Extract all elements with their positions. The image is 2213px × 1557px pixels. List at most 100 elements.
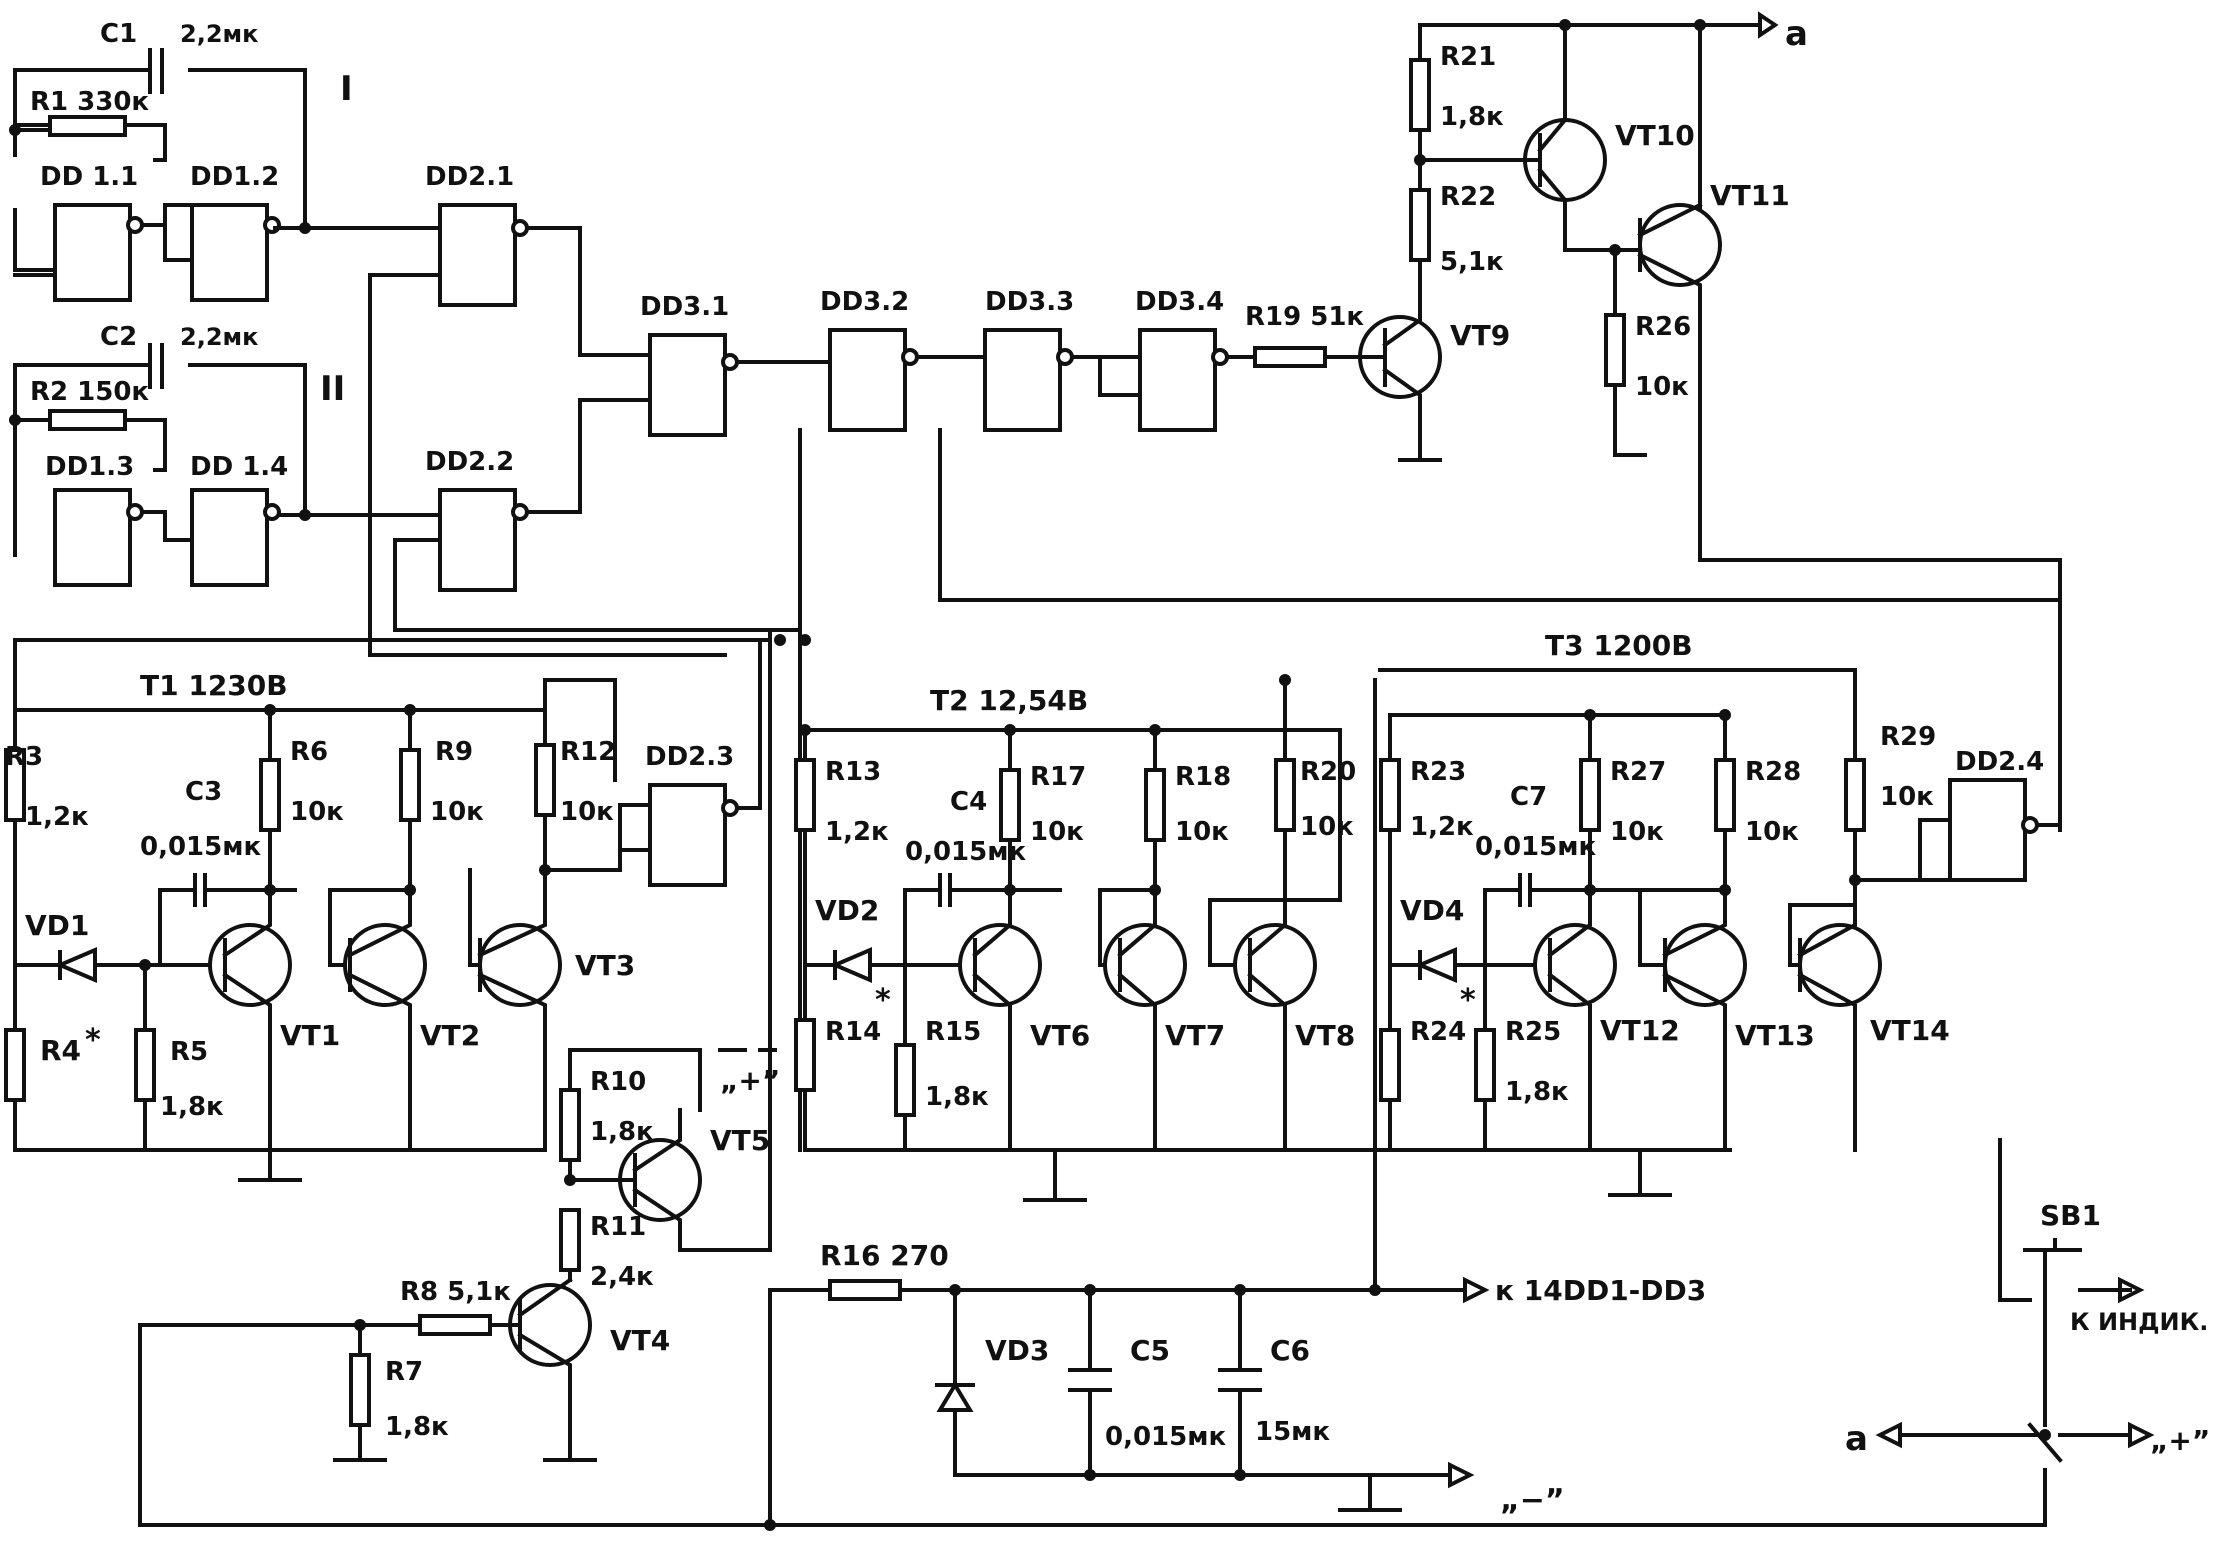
a-input-label: a xyxy=(1845,1419,1868,1459)
section-I-label: I xyxy=(340,69,353,109)
r5-label: R5 xyxy=(170,1037,208,1067)
dd3-2-label: DD3.2 xyxy=(820,287,909,317)
vt14-label: VT14 xyxy=(1870,1014,1950,1047)
r23-value: 1,2к xyxy=(1410,812,1474,842)
r6-label: R6 xyxy=(290,737,328,767)
r20-resistor xyxy=(1274,758,1296,832)
r24-label: R24 xyxy=(1410,1017,1466,1047)
dd2-4-label: DD2.4 xyxy=(1955,747,2044,777)
r17-resistor xyxy=(999,768,1021,842)
vt4-vt5-switch: R10 1,8к VT5 „+” R11 2,4к R8 5,1к R7 1,8… xyxy=(138,628,780,1527)
c1-capacitor xyxy=(148,48,164,94)
plus-terminal-label: „+” xyxy=(720,1064,780,1097)
r23-resistor xyxy=(1379,758,1401,832)
r10-resistor xyxy=(559,1088,581,1162)
vt2-transistor xyxy=(343,923,427,1007)
vt2-label: VT2 xyxy=(420,1019,480,1052)
r2-resistor xyxy=(48,409,127,431)
r21-value: 1,8к xyxy=(1440,102,1504,132)
output-a-label: a xyxy=(1785,14,1808,54)
dd2-2-inv-bubble xyxy=(511,503,529,521)
vt11-label: VT11 xyxy=(1710,179,1790,212)
r17-label: R17 xyxy=(1030,762,1086,792)
vt14-transistor xyxy=(1798,923,1882,1007)
dd1-3-inv-bubble xyxy=(126,503,144,521)
dd2-1-label: DD2.1 xyxy=(425,162,514,192)
r11-label: R11 xyxy=(590,1212,646,1242)
dd1-4-inv-bubble xyxy=(263,503,281,521)
dd2-4-inv-bubble xyxy=(2021,816,2039,834)
vt4-label: VT4 xyxy=(610,1324,670,1357)
section-II-label: II xyxy=(320,369,345,409)
r26-label: R26 xyxy=(1635,312,1691,342)
r12-label: R12 xyxy=(560,737,616,767)
r9-value: 10к xyxy=(430,797,484,827)
r28-resistor xyxy=(1714,758,1736,832)
plus-right-label: „+” xyxy=(2150,1424,2210,1457)
r20-label: R20 xyxy=(1300,757,1356,787)
power-supply: R16 270 VD3 C5 0,015мк C6 15мк к 14DD1-D… xyxy=(768,678,1706,1527)
vt9-label: VT9 xyxy=(1450,319,1510,352)
vd2-star: * xyxy=(875,983,891,1018)
r29-label: R29 xyxy=(1880,722,1936,752)
dd3-1-inv-bubble xyxy=(721,353,739,371)
r6-resistor xyxy=(259,758,281,832)
r8-resistor xyxy=(418,1314,492,1336)
c3-label: C3 xyxy=(185,777,222,807)
r27-label: R27 xyxy=(1610,757,1666,787)
dd1-1-gate xyxy=(53,203,132,302)
logic-chain: DD2.1 DD2.2 DD3.1 DD3.2 DD3.3 DD3.4 R19 … xyxy=(303,162,1510,657)
r26-value: 10к xyxy=(1635,372,1689,402)
r29-value: 10к xyxy=(1880,782,1934,812)
r15-resistor xyxy=(894,1043,916,1117)
r5-resistor xyxy=(134,1028,156,1102)
r2-label: R2 150к xyxy=(30,377,149,407)
t3-label: T3 1200B xyxy=(1545,629,1693,662)
r29-resistor xyxy=(1844,758,1866,832)
r4-resistor xyxy=(4,1028,26,1102)
c2-value: 2,2мк xyxy=(180,323,258,351)
r18-value: 10к xyxy=(1175,817,1229,847)
r23-label: R23 xyxy=(1410,757,1466,787)
r18-resistor xyxy=(1144,768,1166,842)
c3-value: 0,015мк xyxy=(140,832,261,862)
r24-resistor xyxy=(1379,1028,1401,1102)
vd1-label: VD1 xyxy=(25,909,89,942)
r14-resistor xyxy=(794,1018,816,1092)
c4-label: C4 xyxy=(950,787,987,817)
r16-resistor xyxy=(828,1279,902,1301)
dd1-3-gate xyxy=(53,488,132,587)
r27-value: 10к xyxy=(1610,817,1664,847)
dd3-3-gate xyxy=(983,328,1062,432)
r4-star: * xyxy=(85,1023,101,1058)
dd3-3-inv-bubble xyxy=(1056,348,1074,366)
r6-value: 10к xyxy=(290,797,344,827)
r27-resistor xyxy=(1579,758,1601,832)
dd1-2-label: DD1.2 xyxy=(190,162,279,192)
r21-resistor xyxy=(1409,58,1431,132)
vd2-diode xyxy=(829,946,872,984)
dd2-1-gate xyxy=(438,203,517,307)
r7-resistor xyxy=(349,1353,371,1427)
c5-value: 0,015мк xyxy=(1105,1422,1226,1452)
r13-label: R13 xyxy=(825,757,881,787)
r15-label: R15 xyxy=(925,1017,981,1047)
vt8-label: VT8 xyxy=(1295,1019,1355,1052)
r13-resistor xyxy=(794,758,816,832)
c6-value: 15мк xyxy=(1255,1417,1330,1447)
dd3-4-gate xyxy=(1138,328,1217,432)
r10-label: R10 xyxy=(590,1067,646,1097)
r3-value: 1,2к xyxy=(25,802,89,832)
dd2-3-gate xyxy=(648,783,727,887)
r8-label: R8 5,1к xyxy=(400,1277,511,1307)
r3-label: R3 xyxy=(5,742,43,772)
c5-capacitor xyxy=(1068,1368,1112,1392)
r19-resistor xyxy=(1253,346,1327,368)
to-dd-supply-label: к 14DD1-DD3 xyxy=(1495,1274,1706,1307)
vt8-transistor xyxy=(1233,923,1317,1007)
dd3-2-gate xyxy=(828,328,907,432)
sb1-switch: SB1 К ИНДИК. ЛАМПЕ a „+” xyxy=(768,1138,2213,1527)
dd1-1-inv-bubble xyxy=(126,216,144,234)
r22-value: 5,1к xyxy=(1440,247,1504,277)
dd3-3-label: DD3.3 xyxy=(985,287,1074,317)
